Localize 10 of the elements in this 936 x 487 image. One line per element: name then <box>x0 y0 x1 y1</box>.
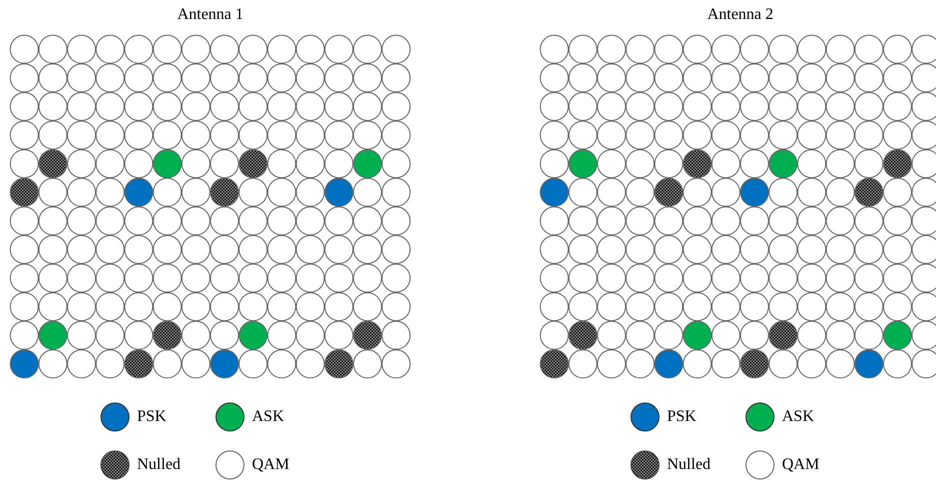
legend-label: PSK <box>137 408 166 426</box>
legend-label: ASK <box>252 408 284 426</box>
legend-label: Nulled <box>137 456 181 474</box>
panel-title: Antenna 2 <box>707 6 774 24</box>
panel-title: Antenna 1 <box>177 6 244 24</box>
legend-label: QAM <box>782 456 820 474</box>
legend-label: PSK <box>667 408 696 426</box>
legend-label: QAM <box>252 456 290 474</box>
legend-label: Nulled <box>667 456 711 474</box>
legend-label: ASK <box>782 408 814 426</box>
